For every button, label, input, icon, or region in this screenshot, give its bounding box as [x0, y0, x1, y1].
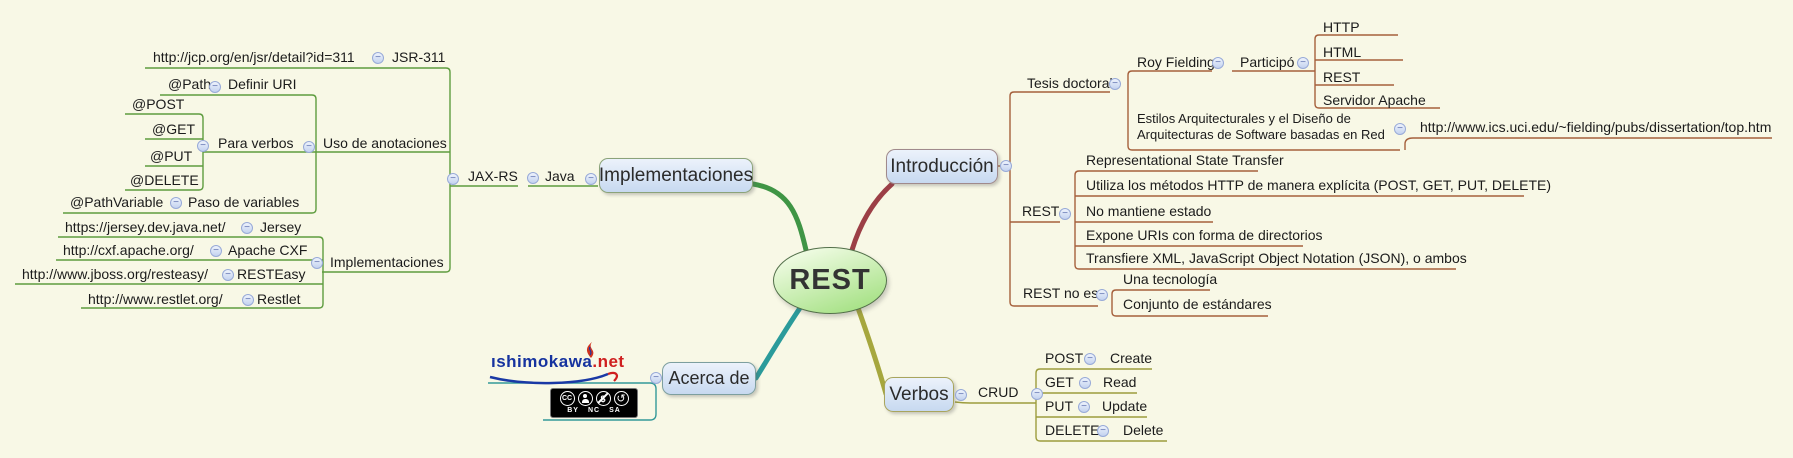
node-jersey[interactable]: Jersey	[260, 219, 302, 235]
node-para-verbos[interactable]: Para verbos	[218, 135, 294, 151]
node-put-annotation[interactable]: @PUT	[150, 148, 193, 164]
node-verb-put[interactable]: PUT	[1045, 398, 1073, 414]
ishimokawa-logo: ıshimokawa.net	[486, 340, 626, 386]
node-no-mantiene-estado[interactable]: No mantiene estado	[1086, 203, 1212, 219]
collapse-icon-tesis-doctoral[interactable]	[1109, 78, 1121, 90]
collapse-icon-resteasy[interactable]	[222, 269, 234, 281]
collapse-icon-participo[interactable]	[1297, 57, 1309, 69]
node-jsr311[interactable]: JSR-311	[392, 49, 446, 65]
node-acerca-de[interactable]: Acerca de	[662, 362, 756, 395]
collapse-icon-definir-uri[interactable]	[209, 81, 221, 93]
node-implementaciones[interactable]: Implementaciones	[599, 158, 753, 193]
collapse-icon-paso-variables[interactable]	[170, 197, 182, 209]
node-servidor-apache[interactable]: Servidor Apache	[1323, 92, 1426, 108]
collapse-icon-jersey[interactable]	[241, 222, 253, 234]
collapse-icon-get[interactable]	[1079, 377, 1091, 389]
node-post-annotation[interactable]: @POST	[132, 96, 185, 112]
cc-icons-row: CC ↺	[559, 391, 629, 406]
node-jsr311-url[interactable]: http://jcp.org/en/jsr/detail?id=311	[153, 49, 355, 65]
node-dissertation-url[interactable]: http://www.ics.uci.edu/~fielding/pubs/di…	[1420, 119, 1772, 135]
node-op-delete[interactable]: Delete	[1123, 422, 1164, 438]
collapse-icon-roy-fielding[interactable]	[1212, 57, 1224, 69]
node-get-annotation[interactable]: @GET	[152, 121, 195, 137]
cc-sharealike-icon: ↺	[613, 391, 629, 406]
node-participo[interactable]: Participó	[1240, 54, 1295, 70]
node-jaxrs[interactable]: JAX-RS	[468, 168, 518, 184]
node-utiliza-metodos[interactable]: Utiliza los métodos HTTP de manera explí…	[1086, 177, 1552, 193]
node-conjunto-estandares[interactable]: Conjunto de estándares	[1123, 296, 1272, 312]
node-op-create[interactable]: Create	[1110, 350, 1153, 366]
node-restlet-url[interactable]: http://www.restlet.org/	[88, 291, 223, 307]
collapse-icon-apache-cxf[interactable]	[210, 245, 222, 257]
collapse-icon-jaxrs[interactable]	[447, 173, 459, 185]
branch-curve-verbos	[855, 305, 889, 397]
node-expone-uris[interactable]: Expone URIs con forma de directorios	[1086, 227, 1323, 243]
node-definir-uri[interactable]: Definir URI	[228, 76, 297, 92]
collapse-icon-crud[interactable]	[1031, 388, 1043, 400]
node-delete-annotation[interactable]: @DELETE	[130, 172, 199, 188]
node-estilos-line1[interactable]: Estilos Arquitecturales y el Diseño de	[1137, 111, 1351, 126]
node-introduccion[interactable]: Introducción	[886, 149, 998, 184]
node-rest-participo[interactable]: REST	[1323, 69, 1361, 85]
node-una-tecnologia[interactable]: Una tecnología	[1123, 271, 1218, 287]
node-java[interactable]: Java	[545, 168, 575, 184]
node-jersey-url[interactable]: https://jersey.dev.java.net/	[65, 219, 226, 235]
collapse-icon-restlet[interactable]	[242, 294, 254, 306]
cc-logo-icon: CC	[559, 391, 575, 406]
node-estilos-line2[interactable]: Arquitecturas de Software basadas en Red	[1137, 127, 1385, 142]
node-roy-fielding[interactable]: Roy Fielding	[1137, 54, 1215, 70]
node-op-update[interactable]: Update	[1102, 398, 1148, 414]
collapse-icon-java[interactable]	[527, 172, 539, 184]
node-html[interactable]: HTML	[1323, 44, 1362, 60]
collapse-icon-verbos-node[interactable]	[955, 389, 967, 401]
node-transfiere-xml[interactable]: Transfiere XML, JavaScript Object Notati…	[1086, 250, 1467, 266]
cc-attribution-icon	[577, 391, 593, 406]
collapse-icon-delete[interactable]	[1097, 425, 1109, 437]
collapse-icon-post[interactable]	[1084, 353, 1096, 365]
branch-curve-introduccion	[849, 181, 895, 253]
node-apache-cxf-url[interactable]: http://cxf.apache.org/	[63, 242, 194, 258]
node-verb-post[interactable]: POST	[1045, 350, 1084, 366]
collapse-icon-put[interactable]	[1078, 401, 1090, 413]
branch-curve-implementaciones	[750, 181, 809, 253]
node-resteasy-url[interactable]: http://www.jboss.org/resteasy/	[22, 266, 208, 282]
node-rest-no-es[interactable]: REST no es	[1023, 285, 1099, 301]
collapse-icon-para-verbos[interactable]	[197, 140, 209, 152]
node-pathvariable-annotation[interactable]: @PathVariable	[70, 194, 164, 210]
node-rest-group[interactable]: REST	[1022, 203, 1060, 219]
logo-wordmark: ıshimokawa.net	[491, 352, 625, 371]
node-tesis-doctoral[interactable]: Tesis doctoral	[1027, 75, 1113, 91]
collapse-icon-estilos[interactable]	[1394, 123, 1406, 135]
node-apache-cxf[interactable]: Apache CXF	[228, 242, 308, 258]
node-http[interactable]: HTTP	[1323, 19, 1360, 35]
collapse-icon-rest-group[interactable]	[1059, 208, 1071, 220]
node-verb-delete[interactable]: DELETE	[1045, 422, 1100, 438]
cc-noncommercial-icon	[595, 391, 611, 406]
node-path-annotation[interactable]: @Path	[168, 76, 212, 92]
node-implementaciones-group[interactable]: Implementaciones	[330, 254, 444, 270]
node-resteasy[interactable]: RESTEasy	[237, 266, 306, 282]
collapse-icon-rest-no-es[interactable]	[1096, 289, 1108, 301]
collapse-icon-implementaciones-group[interactable]	[311, 257, 323, 269]
node-representational[interactable]: Representational State Transfer	[1086, 152, 1284, 168]
collapse-icon-acerca-de-node[interactable]	[650, 372, 662, 384]
collapse-icon-jsr311[interactable]	[372, 52, 384, 64]
collapse-icon-implementaciones-node[interactable]	[585, 173, 597, 185]
root-node-rest[interactable]: REST	[773, 247, 887, 314]
node-verbos[interactable]: Verbos	[884, 377, 954, 412]
node-uso-de-anotaciones[interactable]: Uso de anotaciones	[323, 135, 447, 151]
node-restlet[interactable]: Restlet	[257, 291, 301, 307]
node-verb-get[interactable]: GET	[1045, 374, 1074, 390]
branch-curve-acerca-de	[753, 302, 805, 381]
collapse-icon-uso-anotaciones[interactable]	[303, 141, 315, 153]
node-op-read[interactable]: Read	[1103, 374, 1137, 390]
collapse-icon-introduccion-node[interactable]	[1000, 160, 1012, 172]
logo-swoosh-and-flame-icon	[489, 342, 618, 385]
node-paso-de-variables[interactable]: Paso de variables	[188, 194, 300, 210]
node-crud[interactable]: CRUD	[978, 384, 1019, 400]
